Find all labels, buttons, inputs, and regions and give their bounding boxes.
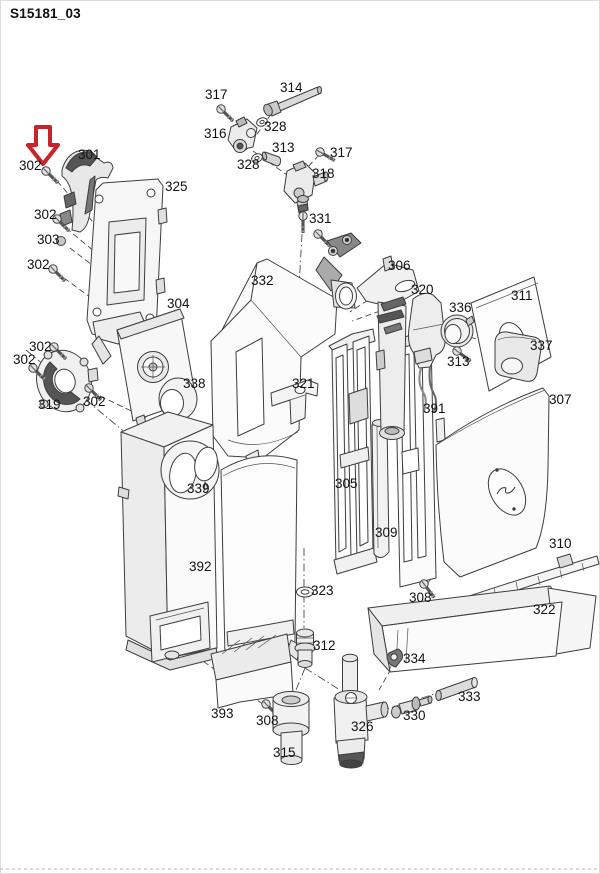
- part-label-313: 313: [447, 354, 470, 369]
- part-label-333: 333: [458, 689, 481, 704]
- part-label-317: 317: [330, 145, 353, 160]
- leader-line: [351, 310, 381, 322]
- part-322-shape: [367, 585, 597, 673]
- part-label-302: 302: [83, 394, 106, 409]
- part-label-303: 303: [37, 232, 60, 247]
- part-306-shape: [356, 255, 420, 440]
- part-label-338: 338: [183, 376, 206, 391]
- part-328-b-shape: [251, 153, 263, 163]
- part-label-321: 321: [292, 376, 315, 391]
- part-315-shape: [272, 691, 310, 765]
- part-319-shape: [36, 349, 99, 413]
- part-336-shape: [440, 314, 475, 348]
- part-330-shape: [391, 695, 433, 719]
- part-label-320: 320: [411, 282, 434, 297]
- part-label-310: 310: [549, 536, 572, 551]
- part-337-shape: [494, 331, 542, 382]
- part-307-shape: [435, 387, 550, 578]
- part-label-304: 304: [167, 296, 190, 311]
- part-323-shape: [296, 586, 314, 598]
- part-318-shape: [283, 160, 329, 214]
- part-label-314: 314: [280, 80, 303, 95]
- part-321-shape: [270, 379, 319, 425]
- screw-317-a: [215, 103, 236, 124]
- part-label-307: 307: [549, 392, 572, 407]
- part-label-336: 336: [449, 300, 472, 315]
- part-label-391: 391: [423, 401, 446, 416]
- screw-302-a: [40, 165, 61, 186]
- nut-303: [56, 236, 66, 246]
- red-arrow-icon: [26, 125, 60, 166]
- part-label-337: 337: [530, 338, 553, 353]
- part-label-392: 392: [189, 559, 212, 574]
- part-label-306: 306: [388, 258, 411, 273]
- part-392-drawer-shape: [149, 601, 211, 663]
- part-label-328: 328: [237, 157, 260, 172]
- leader-line: [306, 154, 320, 169]
- part-305-shape: [328, 328, 378, 575]
- part-center-housing-shape: [220, 455, 302, 661]
- part-label-334: 334: [403, 651, 426, 666]
- part-label-332: 332: [251, 273, 274, 288]
- part-328-a-shape: [256, 117, 268, 127]
- part-label-311: 311: [511, 288, 533, 303]
- part-313-pin-shape: [261, 151, 282, 167]
- part-label-312: 312: [313, 638, 336, 653]
- part-332-hinge-shape: [315, 232, 362, 310]
- leader-line: [349, 299, 369, 313]
- part-label-302: 302: [19, 158, 42, 173]
- part-label-322: 322: [533, 602, 556, 617]
- part-label-301: 301: [78, 147, 101, 162]
- part-334-shape: [386, 648, 403, 672]
- screw-331-b: [312, 228, 333, 249]
- part-label-325: 325: [165, 179, 188, 194]
- drawing-number: S15181_03: [10, 6, 81, 21]
- leader-line: [378, 668, 392, 691]
- part-label-393: 393: [211, 706, 234, 721]
- part-309-shape: [371, 419, 390, 558]
- part-label-302: 302: [34, 207, 57, 222]
- part-label-302: 302: [27, 257, 50, 272]
- part-label-315: 315: [273, 745, 296, 760]
- part-label-308: 308: [256, 713, 279, 728]
- part-label-330: 330: [403, 708, 426, 723]
- part-label-323: 323: [311, 583, 334, 598]
- part-label-318: 318: [312, 166, 335, 181]
- part-332-shape: [210, 258, 338, 471]
- part-label-319: 319: [38, 397, 61, 412]
- part-339-shape: [160, 440, 220, 500]
- part-label-313: 313: [272, 140, 295, 155]
- labels-layer: 302 301 325 302 303 302 317 314 328 316 313 328 317 3…: [13, 80, 572, 760]
- part-label-302: 302: [29, 339, 52, 354]
- leader-line: [293, 667, 306, 696]
- part-301-shape: [59, 149, 114, 233]
- part-314-shape: [263, 86, 322, 117]
- part-label-316: 316: [204, 126, 227, 141]
- part-label-317: 317: [205, 87, 228, 102]
- part-label-309: 309: [375, 525, 398, 540]
- part-326-shape: [333, 653, 389, 769]
- part-label-328: 328: [264, 119, 287, 134]
- part-316-shape: [227, 116, 258, 153]
- part-333-shape: [435, 677, 478, 701]
- part-label-331: 331: [309, 211, 332, 226]
- part-325-shape: [86, 178, 168, 365]
- part-label-339: 339: [187, 481, 210, 496]
- leader-line: [69, 247, 97, 269]
- screw-302-c: [47, 263, 68, 284]
- leader-line: [304, 667, 341, 691]
- leader-line: [298, 233, 303, 288]
- leader-line: [65, 227, 96, 253]
- part-label-305: 305: [335, 476, 358, 491]
- part-label-308: 308: [409, 590, 432, 605]
- part-320-shape: [376, 292, 446, 413]
- part-label-326: 326: [351, 719, 374, 734]
- part-label-302: 302: [13, 352, 36, 367]
- part-312-shape: [294, 628, 316, 668]
